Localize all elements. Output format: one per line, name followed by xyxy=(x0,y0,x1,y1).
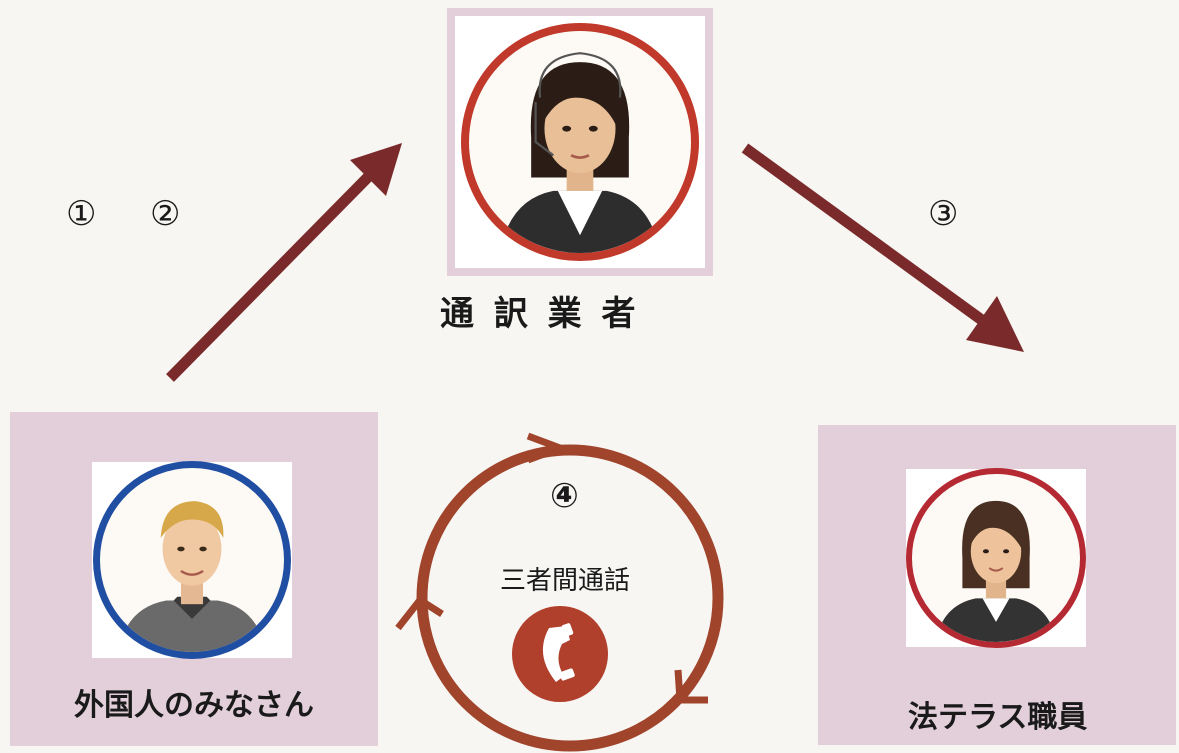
three-way-call-label: 三者間通話 xyxy=(500,566,631,596)
staff-avatar xyxy=(906,468,1086,648)
foreigner-avatar xyxy=(93,461,291,659)
interpreter-card xyxy=(447,8,713,276)
interpreter-avatar xyxy=(461,23,699,261)
call-cycle xyxy=(395,432,724,752)
staff-card xyxy=(818,425,1176,745)
arrow-to-interpreter xyxy=(166,143,402,382)
step-two-marker: ② xyxy=(150,194,181,234)
staff-label: 法テラス職員 xyxy=(908,700,1088,735)
staff-portrait-frame xyxy=(906,468,1086,648)
step-four-marker: ④ xyxy=(550,476,579,516)
foreigner-label: 外国人のみなさん xyxy=(74,688,314,723)
foreigner-illustration xyxy=(118,501,266,652)
interpreter-portrait-frame xyxy=(455,16,705,268)
foreigner-card xyxy=(10,412,378,746)
step-one-marker: ① xyxy=(66,194,97,234)
arrow-to-staff xyxy=(741,143,1024,352)
interpreter-illustration xyxy=(500,52,660,253)
step-three-marker: ③ xyxy=(928,194,959,234)
foreigner-portrait-frame xyxy=(92,461,292,659)
staff-illustration xyxy=(935,500,1057,642)
phone-icon xyxy=(512,606,608,702)
interpreter-label: 通 訳 業 者 xyxy=(440,294,640,334)
